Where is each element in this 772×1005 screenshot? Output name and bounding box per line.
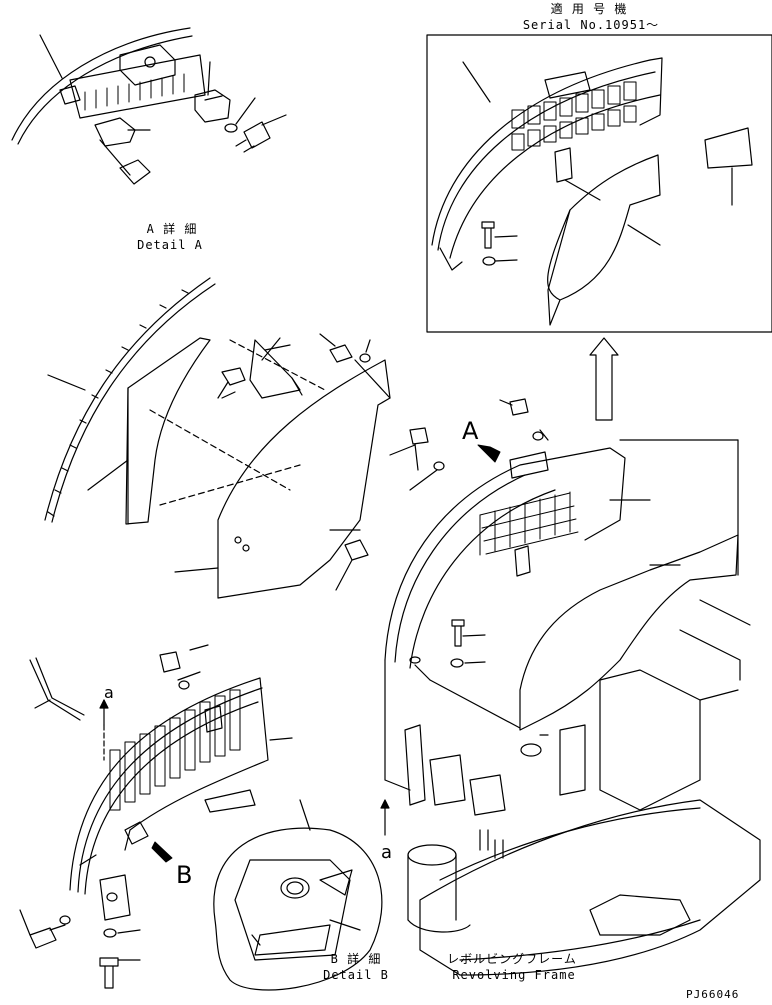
detail-b-drawing [213, 799, 383, 991]
detail-a-drawing [11, 27, 287, 185]
view-a-arrow [477, 444, 501, 463]
revolving-frame-jp-label: レボルビングフレーム [447, 952, 577, 966]
serial-box-en-label: Serial No.10951～ [522, 18, 660, 32]
serial-box-frame [426, 34, 772, 333]
view-a2-arrow [380, 799, 390, 836]
lower-cover-drawing [19, 644, 293, 989]
detail-b-en-label: Detail B [323, 968, 389, 982]
view-arrow [589, 337, 619, 421]
drawing-number: PJ66046 [686, 988, 740, 1001]
view-b-arrow [151, 841, 173, 863]
view-marker-a-top: a [104, 683, 114, 702]
main-assembly-drawing [384, 398, 761, 976]
detail-b-jp-label: B 詳 細 [330, 952, 382, 966]
serial-box-jp-label: 適 用 号 機 [550, 2, 628, 16]
view-marker-A: A [462, 417, 479, 445]
revolving-frame-en-label: Revolving Frame [452, 968, 576, 982]
view-marker-a-bottom: a [381, 842, 393, 863]
view-marker-B: B [176, 861, 193, 889]
detail-a-en-label: Detail A [137, 238, 203, 252]
exploded-parts-drawing [44, 277, 391, 599]
detail-a-jp-label: A 詳 細 [146, 222, 198, 236]
serial-box-drawing [431, 57, 753, 326]
